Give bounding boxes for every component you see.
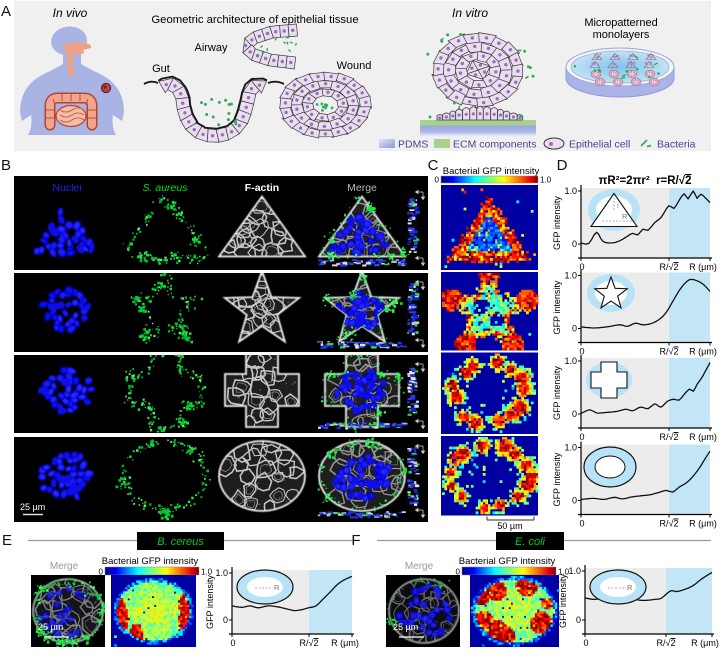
svg-text:B: B [1,157,11,174]
svg-text:0: 0 [583,638,588,648]
svg-text:F: F [351,532,360,549]
svg-text:In vivo: In vivo [53,6,88,20]
svg-text:GFP intensity: GFP intensity [552,452,562,506]
svg-text:E: E [2,532,12,549]
svg-text:0: 0 [230,638,235,648]
svg-text:R (μm): R (μm) [689,432,717,442]
svg-text:Geometric architecture of epit: Geometric architecture of epithelial tis… [151,14,358,26]
svg-text:0: 0 [576,615,581,625]
svg-text:Gut: Gut [152,63,170,75]
svg-text:0: 0 [579,432,584,442]
svg-text:PDMS: PDMS [398,139,428,151]
svg-text:Micropatterned: Micropatterned [584,17,657,29]
svg-text:GFP intensity: GFP intensity [558,574,568,628]
svg-text:GFP intensity: GFP intensity [552,196,562,250]
svg-text:0: 0 [579,262,584,272]
svg-text:50 µm: 50 µm [497,521,522,531]
svg-text:Epithelial cell: Epithelial cell [569,139,630,151]
svg-text:R (μm): R (μm) [689,347,717,357]
svg-text:monolayers: monolayers [593,29,650,41]
svg-text:A: A [1,3,11,20]
svg-text:1.0: 1.0 [564,271,577,281]
svg-text:0: 0 [579,519,584,529]
svg-text:0: 0 [572,409,577,419]
svg-text:Merge: Merge [405,561,434,572]
svg-text:R (μm): R (μm) [689,262,717,272]
svg-text:R/√2: R/√2 [300,638,319,648]
svg-text:0: 0 [223,615,228,625]
svg-text:Airway: Airway [194,42,228,54]
svg-text:Bacteria: Bacteria [657,139,696,151]
svg-text:Nuclei: Nuclei [52,182,81,194]
svg-text:0: 0 [579,347,584,357]
svg-text:GFP intensity: GFP intensity [205,575,215,629]
svg-text:0: 0 [572,239,577,249]
svg-text:1.0: 1.0 [215,568,228,578]
svg-text:R: R [274,583,280,592]
svg-text:1.0: 1.0 [201,568,213,577]
svg-text:C: C [428,157,439,174]
svg-text:R/√2: R/√2 [660,347,679,357]
svg-text:Bacterial GFP intensity: Bacterial GFP intensity [459,556,556,567]
svg-text:R/√2: R/√2 [660,432,679,442]
svg-text:Merge: Merge [347,182,377,194]
svg-text:E. coli: E. coli [515,536,546,548]
svg-text:1.0: 1.0 [564,186,577,196]
svg-text:1.0: 1.0 [558,568,570,577]
svg-text:D: D [557,157,568,174]
svg-text:F-actin: F-actin [245,182,279,194]
svg-text:R: R [627,583,633,592]
svg-text:πR²=2πr² r=R/√2: πR²=2πr² r=R/√2 [599,174,692,187]
svg-text:0: 0 [456,568,461,577]
svg-text:1.0: 1.0 [564,356,577,366]
svg-text:R/√2: R/√2 [657,638,676,648]
svg-text:GFP intensity: GFP intensity [552,280,562,334]
svg-text:Bacterial GFP intensity: Bacterial GFP intensity [443,166,540,177]
svg-text:25 µm: 25 µm [38,622,63,632]
svg-text:Bacterial GFP intensity: Bacterial GFP intensity [102,556,199,567]
svg-text:1.0: 1.0 [564,443,577,453]
svg-text:25 µm: 25 µm [20,502,45,512]
svg-text:25 µm: 25 µm [393,622,418,632]
svg-text:R/√2: R/√2 [660,519,679,529]
svg-text:R (μm): R (μm) [331,638,359,648]
svg-text:GFP intensity: GFP intensity [552,366,562,420]
svg-text:Merge: Merge [50,561,79,572]
svg-text:Wound: Wound [337,60,372,72]
svg-text:r: r [617,203,620,210]
svg-text:0: 0 [572,324,577,334]
svg-text:R (μm): R (μm) [689,519,717,529]
svg-text:B. cereus: B. cereus [157,536,204,548]
svg-text:1.0: 1.0 [540,176,552,185]
svg-text:1.0: 1.0 [568,566,581,576]
svg-text:S. aureus: S. aureus [143,182,189,194]
svg-text:0: 0 [99,568,104,577]
svg-text:In vitro: In vitro [452,6,488,20]
svg-text:ECM components: ECM components [453,139,536,151]
svg-text:R (μm): R (μm) [691,638,719,648]
svg-text:R/√2: R/√2 [660,262,679,272]
svg-text:0: 0 [435,176,440,185]
svg-text:R: R [622,212,628,221]
svg-text:0: 0 [572,496,577,506]
